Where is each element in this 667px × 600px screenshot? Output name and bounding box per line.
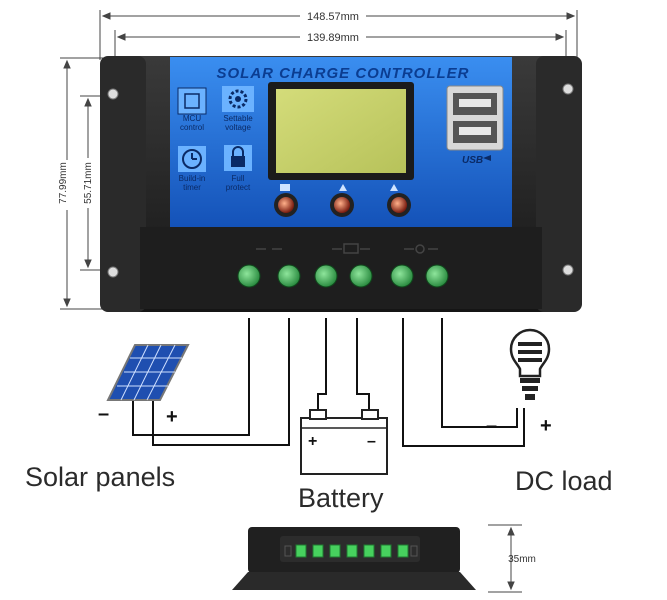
up-down-button-icon [390, 184, 398, 191]
feature-mcu: MCU control [177, 87, 207, 132]
mount-hole-icon [562, 83, 574, 95]
solar-plus-sign: + [166, 406, 178, 428]
svg-text:Build-in: Build-in [179, 174, 206, 183]
solar-minus-sign: – [98, 403, 109, 425]
side-terminal [397, 544, 409, 558]
battery-terminal-plus [309, 409, 327, 420]
svg-text:timer: timer [183, 183, 201, 192]
battery-wire-minus [356, 318, 370, 418]
dim-label-bg-1 [300, 8, 366, 23]
chip-icon [177, 87, 207, 115]
side-height-label: 35mm [508, 554, 536, 565]
dc-load-label: DC load [515, 466, 613, 496]
dim-label-bg-3 [56, 160, 68, 210]
charge-controller: SOLAR CHARGE CONTROLLER MCU control Sett… [100, 56, 582, 312]
feature-timer: Build-in timer [178, 146, 206, 192]
load-wire-2 [441, 318, 518, 428]
mount-hole-icon [562, 264, 574, 276]
menu-button-icon [280, 184, 290, 191]
controller-side-view [232, 527, 476, 590]
controller-title: SOLAR CHARGE CONTROLLER [217, 65, 470, 82]
terminal-load-minus[interactable] [425, 264, 449, 288]
mount-hole-icon [107, 266, 119, 278]
terminal-battery-minus[interactable] [349, 264, 373, 288]
overall-width-label: 148.57mm [307, 11, 359, 23]
side-terminal [295, 544, 307, 558]
svg-text:control: control [180, 123, 204, 132]
terminal-symbols [256, 243, 438, 254]
dim-label-bg-2 [300, 29, 366, 44]
usb-ports: USB [446, 85, 504, 166]
usb-symbol-icon [483, 155, 491, 161]
load-plus-sign: + [540, 415, 552, 437]
terminals [237, 264, 449, 288]
usb-label: USB [462, 155, 483, 166]
side-terminal [380, 544, 392, 558]
dim-label-bg-4 [82, 158, 94, 208]
wires [132, 318, 525, 447]
svg-text:voltage: voltage [225, 123, 251, 132]
svg-text:MCU: MCU [183, 114, 201, 123]
up-button-icon [339, 184, 347, 191]
mount-width-label: 139.89mm [307, 32, 359, 44]
control-buttons [274, 184, 411, 217]
terminal-block [140, 227, 542, 309]
dc-load-bulb [509, 328, 551, 400]
battery-label: Battery [298, 483, 384, 513]
battery-wire-plus [317, 318, 327, 418]
battery-terminal-minus [361, 409, 379, 420]
solar-panels-label: Solar panels [25, 462, 175, 492]
solar-wire-minus [132, 318, 250, 436]
mount-height-label: 55.71mm [83, 162, 94, 204]
side-terminal [346, 544, 358, 558]
overall-height-label: 77.99mm [58, 162, 69, 204]
left-mount-flange [100, 56, 146, 312]
side-terminal [363, 544, 375, 558]
side-view-base [232, 572, 476, 590]
side-terminal [312, 544, 324, 558]
svg-text:Full: Full [232, 174, 245, 183]
battery-plus-sign: + [308, 433, 317, 450]
right-mount-flange [536, 56, 582, 312]
solar-wire-plus [152, 318, 290, 446]
mount-hole-icon [107, 88, 119, 100]
svg-text:Settable: Settable [223, 114, 253, 123]
terminal-battery-plus[interactable] [314, 264, 338, 288]
load-minus-sign: – [486, 415, 497, 437]
lcd-screen [276, 89, 406, 173]
terminal-solar-minus[interactable] [237, 264, 261, 288]
side-terminal [329, 544, 341, 558]
solar-panel [106, 344, 190, 401]
feature-settable-voltage: Settable voltage [222, 86, 254, 132]
terminal-solar-plus[interactable] [277, 264, 301, 288]
svg-text:protect: protect [226, 183, 251, 192]
load-wire-1 [402, 318, 525, 447]
terminal-load-plus[interactable] [390, 264, 414, 288]
battery-minus-sign: – [367, 433, 376, 450]
battery: + – [300, 409, 388, 475]
feature-protect: Full protect [224, 145, 252, 192]
